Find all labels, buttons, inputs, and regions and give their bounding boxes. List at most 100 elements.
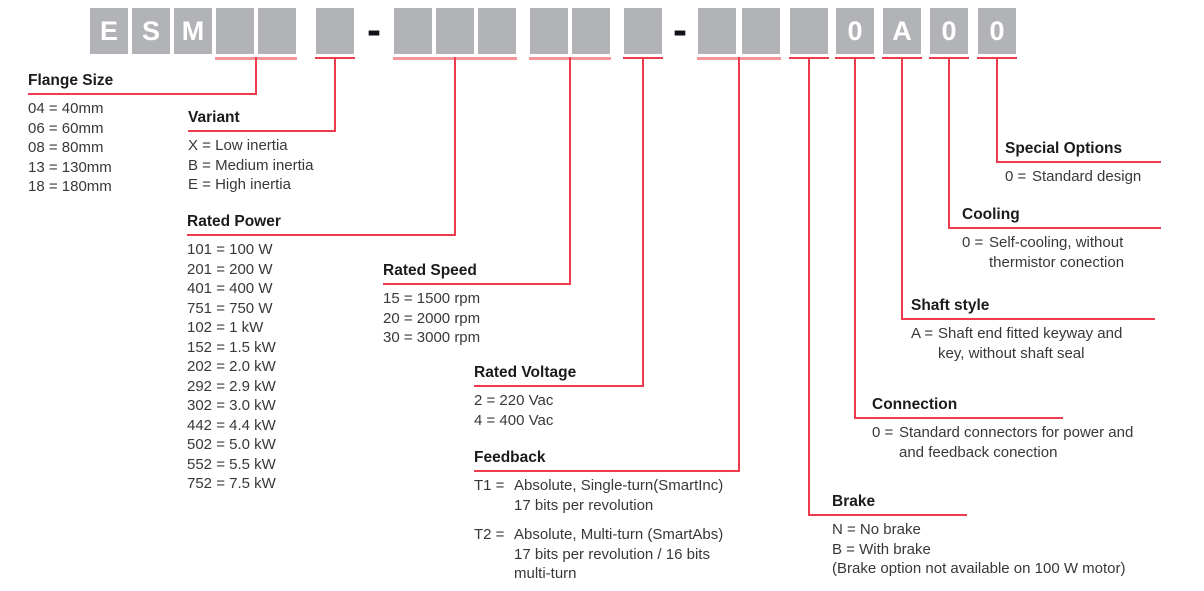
option-description-line: 17 bits per revolution / 16 bits	[514, 545, 710, 563]
section-underline-feedback	[474, 470, 740, 472]
section-underline-connection	[854, 417, 1063, 419]
option-code: 0 =	[1005, 168, 1027, 185]
options-list-rated-speed: 15 = 1500 rpm 20 = 2000 rpm 30 = 3000 rpm	[383, 289, 480, 348]
option-description-line: Absolute, Multi-turn (SmartAbs)	[514, 526, 724, 543]
code-box-feedback-1	[742, 8, 780, 54]
section-underline-rated-voltage	[474, 385, 644, 387]
option-item-rated-power-3: 751 = 750 W	[187, 299, 273, 317]
option-description-line: Shaft end fitted keyway and	[938, 325, 1123, 342]
option-description-line: Self-cooling, without	[989, 234, 1124, 251]
option-description-line: Standard connectors for power and	[899, 424, 1134, 441]
option-description: Standard design	[1032, 167, 1141, 187]
dash-separator-1: -	[367, 6, 381, 53]
connector-line-connection	[854, 57, 856, 419]
code-box-rated-power-1	[436, 8, 474, 54]
option-item-brake-1: B = With brake	[832, 540, 931, 558]
section-underline-rated-power	[187, 234, 456, 236]
option-description: Absolute, Multi-turn (SmartAbs) 17 bits p…	[514, 525, 723, 584]
section-title-shaft-style: Shaft style	[911, 297, 990, 314]
code-box-rated-speed-0	[530, 8, 568, 54]
section-title-special-options: Special Options	[1005, 140, 1123, 157]
option-item-rated-power-8: 302 = 3.0 kW	[187, 397, 276, 414]
code-box-series-2: M	[174, 8, 212, 54]
option-item-rated-speed-1: 20 = 2000 rpm	[383, 309, 481, 327]
option-item-feedback-0: T1 = Absolute, Single-turn(SmartInc)17 bi…	[474, 476, 723, 515]
section-underline-brake	[808, 514, 967, 516]
section-title-connection: Connection	[872, 396, 958, 413]
option-item-rated-speed-2: 30 = 3000 rpm	[383, 329, 481, 346]
option-description-line: and feedback conection	[899, 443, 1058, 461]
option-item-rated-power-6: 202 = 2.0 kW	[187, 358, 276, 375]
options-list-connection: 0 = Standard connectors for power and and …	[872, 423, 1133, 472]
option-item-brake-2: (Brake option not available on 100 W mot…	[832, 560, 1126, 577]
connector-line-rated-voltage	[642, 57, 644, 387]
section-title-rated-speed: Rated Speed	[383, 262, 477, 279]
option-item-rated-power-2: 401 = 400 W	[187, 280, 273, 297]
connector-line-rated-speed	[569, 57, 571, 285]
section-title-cooling: Cooling	[962, 206, 1020, 223]
code-box-brake-0	[790, 8, 828, 54]
option-item-rated-power-9: 442 = 4.4 kW	[187, 416, 276, 434]
option-item-variant-0: X = Low inertia	[188, 137, 288, 154]
option-code: 0 =	[872, 424, 894, 441]
option-item-flange-size-2: 08 = 80mm	[28, 139, 104, 156]
option-item-rated-power-0: 101 = 100 W	[187, 241, 273, 258]
section-underline-cooling	[948, 227, 1161, 229]
options-list-special-options: 0 = Standard design	[1005, 167, 1141, 197]
option-item-rated-voltage-1: 4 = 400 Vac	[474, 411, 554, 429]
section-underline-special-options	[996, 161, 1161, 163]
option-item-variant-2: E = High inertia	[188, 176, 291, 193]
option-item-rated-power-7: 292 = 2.9 kW	[187, 377, 276, 395]
options-list-feedback: T1 = Absolute, Single-turn(SmartInc)17 bi…	[474, 476, 723, 591]
option-code: T1 =	[474, 477, 505, 494]
section-title-variant: Variant	[188, 109, 240, 126]
option-description-line: thermistor conection	[989, 253, 1125, 271]
option-item-rated-voltage-0: 2 = 220 Vac	[474, 392, 554, 409]
option-description-line: Standard design	[1032, 168, 1142, 185]
section-title-rated-power: Rated Power	[187, 213, 281, 230]
section-title-brake: Brake	[832, 493, 876, 510]
option-item-rated-speed-0: 15 = 1500 rpm	[383, 290, 481, 307]
connector-line-shaft-style	[901, 57, 903, 320]
options-list-rated-voltage: 2 = 220 Vac 4 = 400 Vac	[474, 391, 553, 430]
options-list-brake: N = No brake B = With brake (Brake option …	[832, 520, 1126, 579]
section-title-feedback: Feedback	[474, 449, 546, 466]
option-item-connection-0: 0 = Standard connectors for power and and …	[872, 423, 1133, 462]
section-underline-shaft-style	[901, 318, 1155, 320]
connector-line-special-options	[996, 57, 998, 163]
section-underline-variant	[188, 130, 336, 132]
option-description: Standard connectors for power and and fee…	[899, 423, 1133, 462]
connector-line-cooling	[948, 57, 950, 229]
connector-line-rated-power	[454, 57, 456, 236]
connector-line-brake	[808, 57, 810, 516]
option-item-rated-power-4: 102 = 1 kW	[187, 319, 264, 336]
connector-line-feedback	[738, 57, 740, 472]
code-box-rated-power-0	[394, 8, 432, 54]
option-item-rated-power-5: 152 = 1.5 kW	[187, 338, 276, 356]
section-title-rated-voltage: Rated Voltage	[474, 364, 577, 381]
option-item-flange-size-0: 04 = 40mm	[28, 100, 104, 117]
code-box-rated-voltage-0	[624, 8, 662, 54]
section-underline-rated-speed	[383, 283, 571, 285]
option-item-flange-size-1: 06 = 60mm	[28, 119, 104, 137]
connector-line-variant	[334, 57, 336, 132]
option-item-rated-power-1: 201 = 200 W	[187, 260, 273, 278]
option-description-line: multi-turn	[514, 565, 577, 582]
code-box-special-options-0: 0	[978, 8, 1016, 54]
code-box-flange-size-1	[258, 8, 296, 54]
option-description: Absolute, Single-turn(SmartInc)17 bits p…	[514, 476, 723, 515]
option-description-line: 17 bits per revolution	[514, 496, 654, 514]
code-box-feedback-0	[698, 8, 736, 54]
code-box-connection-0: 0	[836, 8, 874, 54]
code-box-variant-0	[316, 8, 354, 54]
code-box-series-1: S	[132, 8, 170, 54]
option-item-brake-0: N = No brake	[832, 521, 921, 538]
section-title-flange-size: Flange Size	[28, 72, 114, 89]
